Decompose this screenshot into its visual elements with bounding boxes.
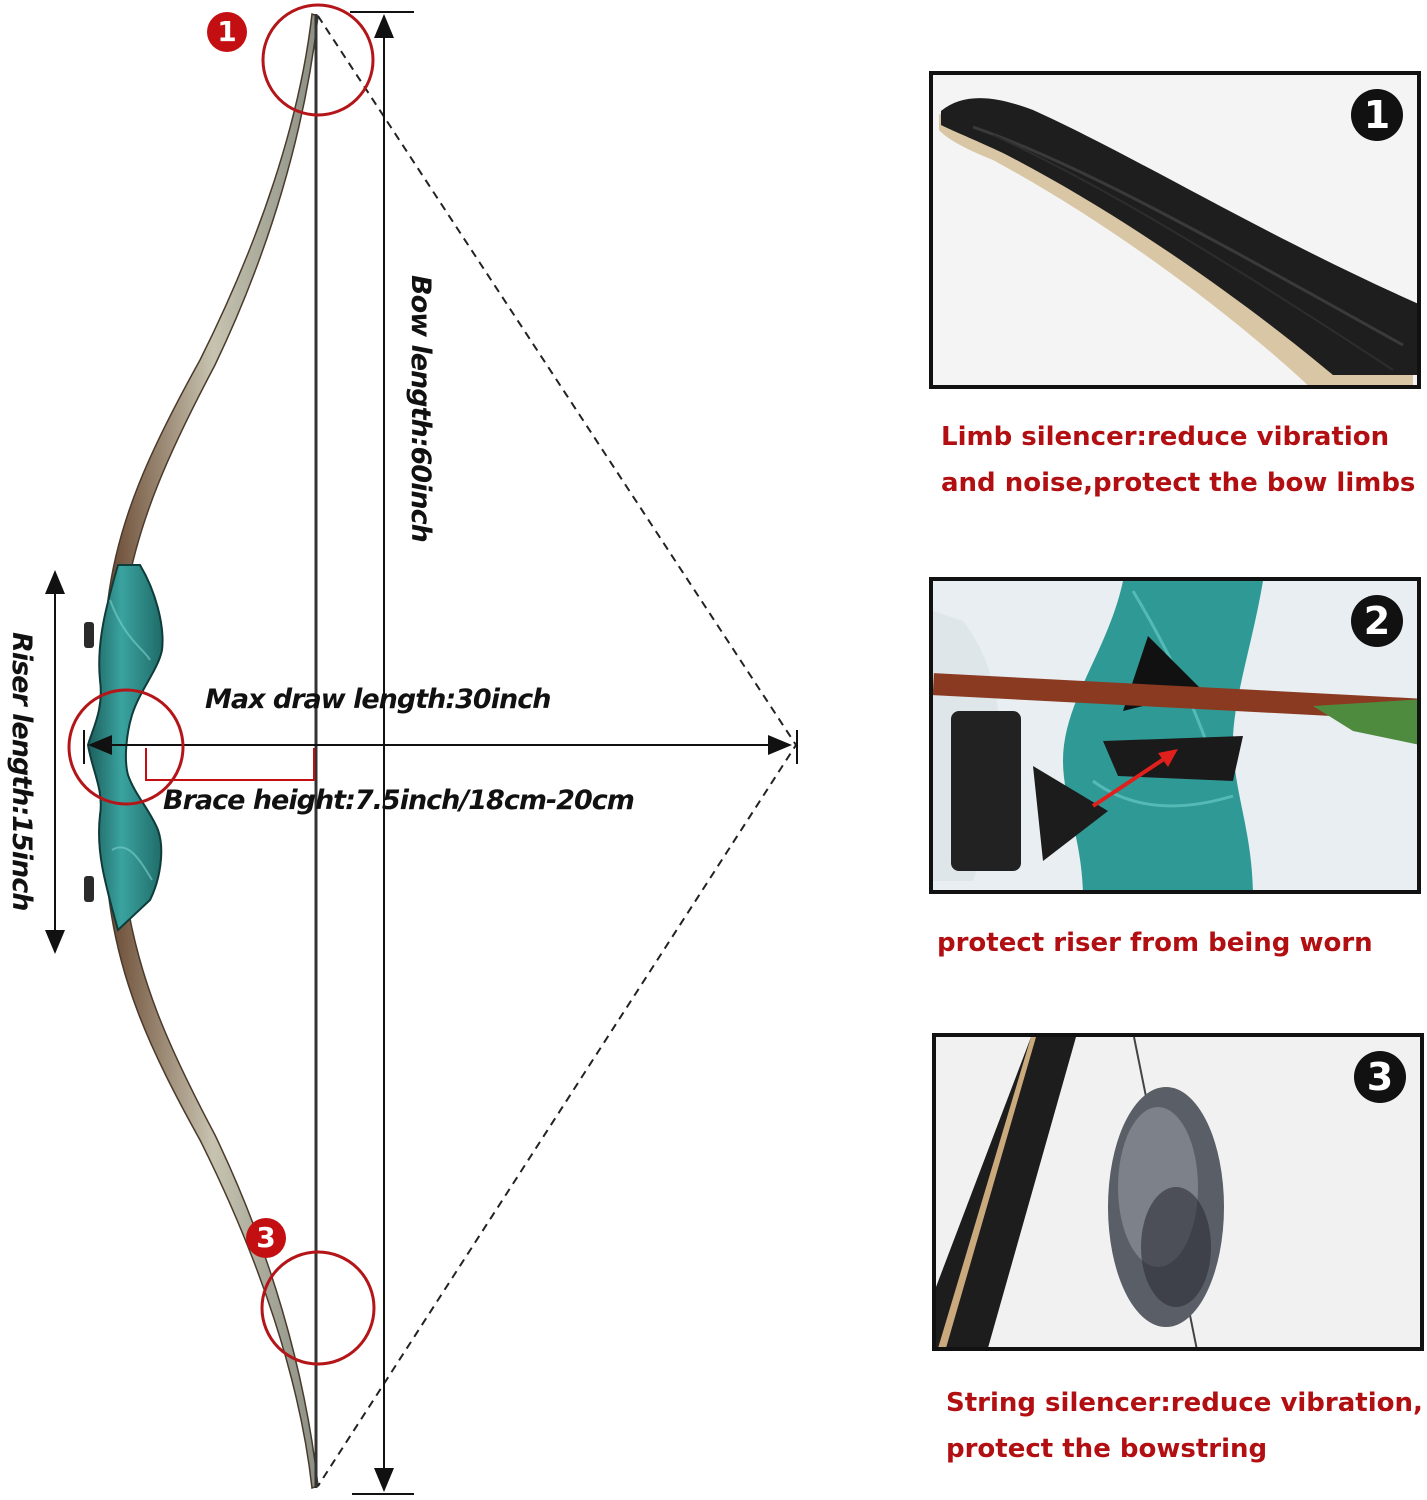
panel-1-badge: 1: [1351, 89, 1403, 141]
panel-2-badge: 2: [1351, 595, 1403, 647]
bow-diagram: [45, 3, 798, 1495]
lower-limb: [107, 889, 319, 1490]
highlight-circle-1: [261, 3, 375, 117]
upper-limb: [107, 12, 319, 601]
panel-3-badge: 3: [1354, 1051, 1406, 1103]
string-silencer-photo: 3: [932, 1033, 1424, 1351]
riser-protector-photo: 2: [929, 577, 1421, 894]
limb-silencer-caption: Limb silencer:reduce vibration and noise…: [941, 422, 1416, 498]
riser-length-label: Riser length:15inch: [6, 632, 37, 911]
bow-length-label: Bow length:60inch: [405, 275, 436, 542]
max-draw-length-label: Max draw length:30inch: [205, 684, 551, 715]
riser: [86, 564, 164, 932]
marker-1-badge: 1: [207, 12, 247, 52]
limb-silencer-photo: 1: [929, 71, 1421, 389]
string-silencer-caption: String silencer:reduce vibration, protec…: [946, 1388, 1423, 1464]
riser-protector-caption: protect riser from being worn: [937, 928, 1373, 958]
marker-3-badge: 3: [246, 1218, 286, 1258]
drawn-string: [317, 15, 798, 1487]
brace-height-label: Brace height:7.5inch/18cm-20cm: [163, 785, 635, 816]
highlight-circle-3: [260, 1250, 376, 1366]
brace-height-bracket: [145, 748, 315, 781]
highlight-circle-2: [67, 688, 185, 806]
